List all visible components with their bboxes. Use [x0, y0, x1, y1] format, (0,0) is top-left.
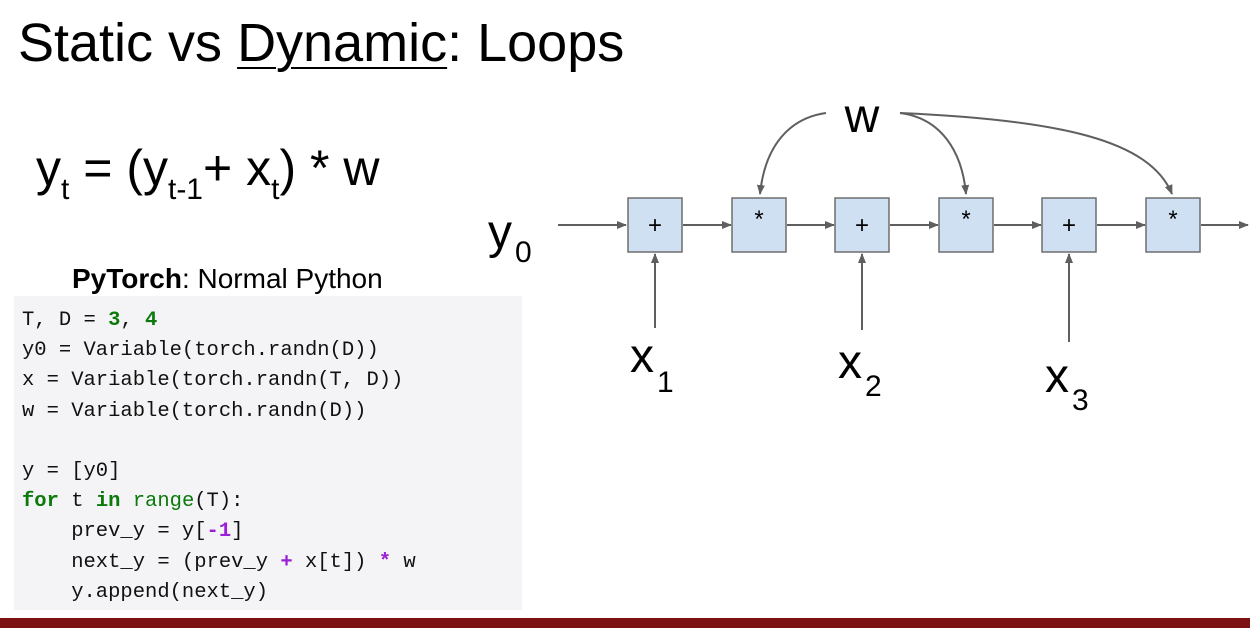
code-line-2: y0 = Variable(torch.randn(D)) [22, 339, 379, 363]
input-x2-label: x [838, 336, 862, 389]
code-line-4: w = Variable(torch.randn(D)) [22, 399, 367, 423]
code-line-8-end: ] [231, 520, 244, 544]
code-line-10: y.append(next_y) [22, 580, 269, 604]
code-operator-times: * [378, 550, 392, 574]
node-add-1-op: + [648, 212, 662, 239]
code-line-9-mid: x[t]) [292, 550, 379, 574]
code-label-rest: : Normal Python [181, 263, 383, 294]
node-add-2: + [834, 197, 890, 253]
code-number: 4 [145, 309, 158, 332]
edge-w-to-mul-2 [899, 112, 970, 195]
code-line-9: next_y = (prev_y [22, 550, 281, 574]
code-line-3: x = Variable(torch.randn(T, D)) [22, 369, 404, 393]
code-number: 3 [108, 309, 121, 332]
eq-open: = (y [69, 140, 168, 196]
input-x2-subscript: 2 [865, 370, 882, 403]
title-prefix: Static vs [18, 13, 238, 73]
slide-title: Static vs Dynamic: Loops [18, 10, 624, 76]
node-add-1: + [627, 197, 683, 253]
node-add-2-op: + [855, 212, 869, 239]
y0-subscript: 0 [515, 236, 532, 269]
code-line-6: y = [y0] [22, 460, 121, 484]
code-line-7-rest: (T): [194, 490, 244, 514]
node-mul-2-op: * [961, 206, 970, 233]
input-x3-label: x [1045, 350, 1069, 403]
node-mul-2: * [938, 197, 994, 253]
input-x1-label: x [630, 330, 654, 383]
eq-sub-t-minus-1: t-1 [167, 173, 203, 206]
eq-plus-x: + x [203, 140, 272, 196]
node-mul-1-op: * [754, 206, 763, 233]
node-add-3: + [1041, 197, 1097, 253]
eq-sub-t2: t [271, 173, 280, 206]
code-operator-plus: + [280, 550, 293, 574]
code-label-bold: PyTorch [72, 263, 182, 294]
eq-close-times-w: ) * w [279, 140, 380, 196]
code-sep: , [120, 309, 146, 332]
input-x1-subscript: 1 [657, 366, 674, 399]
code-keyword-for: for [22, 490, 59, 514]
code-block: T, D = 3, 4 y0 = Variable(torch.randn(D)… [14, 296, 522, 610]
code-keyword-in: in [95, 490, 121, 514]
eq-y: y [36, 140, 61, 196]
code-line-8: prev_y = y[ [22, 520, 207, 544]
node-add-3-op: + [1062, 212, 1076, 239]
input-x3-subscript: 3 [1072, 384, 1089, 417]
node-mul-3-op: * [1168, 206, 1177, 233]
footer-bar [0, 618, 1250, 628]
recurrence-equation: yt = (yt-1+ xt) * w [36, 138, 380, 205]
title-suffix: : Loops [447, 13, 625, 73]
code-line-9-end: w [391, 550, 416, 574]
node-mul-1: * [731, 197, 787, 253]
code-label: PyTorch: Normal Python [72, 262, 383, 296]
eq-sub-t: t [61, 173, 70, 206]
code-var-t: t [58, 490, 96, 514]
code-builtin-range: range [132, 490, 195, 514]
title-emphasis: Dynamic [237, 13, 448, 73]
code-line-1: T, D = [22, 309, 109, 332]
code-number: -1 [206, 520, 232, 544]
edge-w-to-mul-1 [756, 112, 827, 195]
code-text: T, D = 3, 4 y0 = Variable(torch.randn(D)… [22, 306, 416, 608]
y0-label: y [488, 206, 512, 259]
weight-label: w [844, 90, 880, 143]
edge-w-to-mul-3 [899, 112, 1173, 195]
node-mul-3: * [1145, 197, 1201, 253]
